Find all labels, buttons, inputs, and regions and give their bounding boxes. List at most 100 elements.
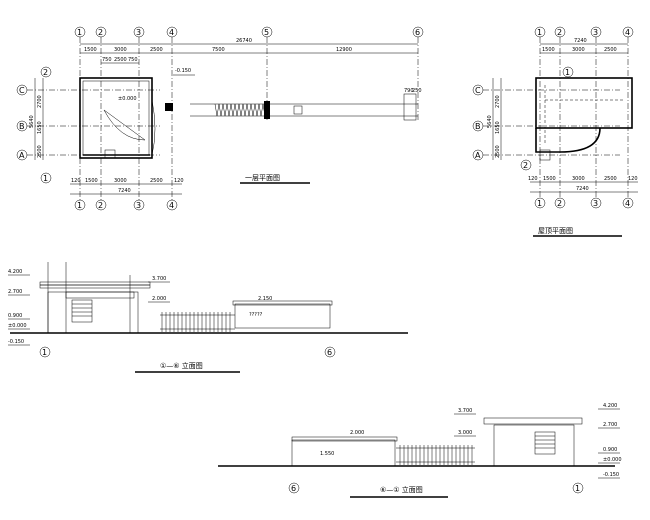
axis-bubbles-top: 1 2 3 4 5 6	[74, 26, 424, 38]
dim-text: 2500	[150, 47, 163, 53]
fence-elevation	[396, 445, 475, 465]
dim-text: 2500	[150, 178, 163, 184]
level-label: 3.700	[458, 408, 472, 414]
level-label: 3.000	[458, 430, 472, 436]
elevation-6-1: 2.000 1.550 3.700 3.000 4.200 2.700 0.90…	[218, 403, 622, 498]
wall-note: ?????	[249, 312, 263, 318]
dim-text: 750	[102, 57, 112, 63]
axis-label: C	[475, 86, 481, 95]
dim-text: 120	[71, 178, 81, 184]
level-label: ±0.000	[8, 323, 27, 329]
level-label: 3.700	[152, 276, 166, 282]
level-out: -0.150	[175, 68, 191, 74]
axis-label: 1	[77, 201, 82, 210]
level-label: 2.700	[603, 422, 617, 428]
dim-text: 7500	[212, 47, 225, 53]
dim-text: 5640	[487, 115, 493, 128]
dim-text: 1650	[37, 121, 43, 134]
dim-text: 12900	[336, 47, 352, 53]
dim-text: 2500	[114, 57, 127, 63]
axis-label: 4	[169, 28, 174, 37]
dim-text: 7240	[118, 188, 131, 194]
axis-label: 3	[593, 28, 598, 37]
axis-bubbles-bottom: 1 2 3 4	[534, 197, 634, 209]
dim-text: 3000	[572, 47, 585, 53]
axis-label: B	[19, 122, 25, 131]
axis-label: 2	[557, 28, 562, 37]
level-label: 1.550	[320, 451, 334, 457]
axis-label: 1	[537, 199, 542, 208]
axis-label: A	[19, 151, 25, 160]
axis-label: 3	[136, 28, 141, 37]
dim-text: 1500	[85, 178, 98, 184]
dim-text: 120	[174, 178, 184, 184]
axis-label: 1	[537, 28, 542, 37]
axis-label: 2	[98, 201, 103, 210]
axis-label: B	[475, 122, 481, 131]
dimensions-top: 7240 1500 3000 2500	[540, 38, 628, 54]
axis-label: 6	[327, 348, 332, 357]
level-labels: 3.700 3.000 4.200 2.700 0.900 ±0.000 -0.…	[454, 403, 622, 479]
axis-label: 4	[625, 28, 630, 37]
plan1-title: 一层平面图	[245, 174, 280, 182]
guardhouse-plan: ±0.000	[79, 77, 173, 159]
axis-label: 6	[291, 484, 296, 493]
level-label: 4.200	[8, 269, 22, 275]
level-label: 0.900	[8, 313, 22, 319]
dimensions-left: 5640 2700 1650 2500	[29, 78, 44, 160]
level-label: 0.900	[603, 447, 617, 453]
dim-text: 5640	[29, 115, 35, 128]
axis-label: 3	[593, 199, 598, 208]
axis-label: 1	[42, 348, 47, 357]
dim-text: 250	[412, 88, 422, 94]
dim-text: 2500	[604, 47, 617, 53]
level-in: ±0.000	[118, 96, 137, 102]
dim-text: 2700	[37, 95, 43, 108]
fence-elevation	[160, 312, 235, 332]
axis-label: 2	[523, 161, 528, 170]
ground-floor-plan: 1 2 3 4 5 6 1 2 3 4 C B A 2 1	[16, 26, 424, 211]
dim-text: 7240	[576, 186, 589, 192]
dim-text: 120	[628, 176, 638, 182]
axis-label: 3	[136, 201, 141, 210]
level-label: -0.150	[8, 339, 24, 345]
dim-text: 750	[128, 57, 138, 63]
level-label: -0.150	[603, 472, 619, 478]
dim-text: 1650	[495, 121, 501, 134]
level-label: 2.000	[152, 296, 166, 302]
dim-text: 3000	[572, 176, 585, 182]
level-label: 2.150	[258, 296, 272, 302]
dim-text: 2500	[604, 176, 617, 182]
elevation1-title: ①—⑥ 立面图	[160, 361, 203, 370]
roof-outline	[535, 77, 633, 161]
plan2-title: 屋顶平面图	[538, 227, 573, 235]
axis-label: 4	[625, 199, 630, 208]
elevation-1-6: ????? 2.150 4.200 3.700 2.700 2.000 0.90…	[8, 262, 408, 373]
axis-bubbles-bottom: 1 2 3 4	[74, 199, 178, 211]
axis-label: 4	[169, 201, 174, 210]
dim-text: 3000	[114, 178, 127, 184]
fence-plan: 790 250	[190, 88, 422, 121]
dim-text: 3000	[114, 47, 127, 53]
level-label: 2.000	[350, 430, 364, 436]
roof-plan: 1 2 3 4 1 2 3 4 C B A 1 2 7240 1500	[472, 26, 638, 237]
dim-text: 1500	[542, 47, 555, 53]
level-label: 4.200	[603, 403, 617, 409]
axis-label: 6	[415, 28, 420, 37]
dim-text: 790	[404, 88, 414, 94]
axis-label: A	[475, 151, 481, 160]
dimensions-left: 5640 2700 1650 2500	[487, 78, 502, 160]
dim-text: 1500	[543, 176, 556, 182]
axis-label: 2	[98, 28, 103, 37]
dim-text: 2500	[37, 145, 43, 158]
axis-label: 5	[264, 28, 269, 37]
axis-label: 1	[77, 28, 82, 37]
axis-label: 2	[557, 199, 562, 208]
dim-text: 2500	[495, 145, 501, 158]
axis-label: 1	[575, 484, 580, 493]
dim-text: 7240	[574, 38, 587, 44]
dim-text: 120	[528, 176, 538, 182]
elevation2-title: ⑥—① 立面图	[380, 485, 423, 494]
